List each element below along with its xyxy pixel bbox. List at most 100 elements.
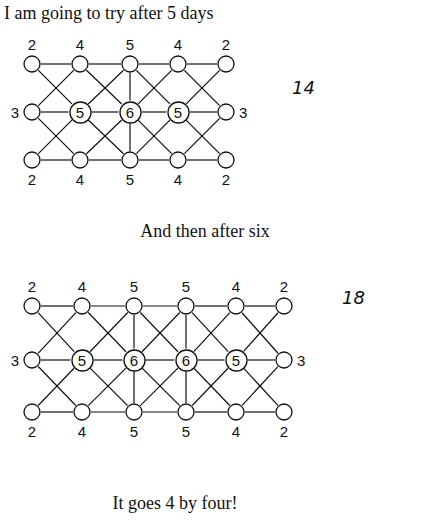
- graph-edge: [245, 411, 275, 412]
- heading-note: And then after six: [140, 222, 269, 242]
- degree-number: 2: [280, 279, 288, 294]
- graph-edge: [91, 411, 125, 412]
- graph-edge: [136, 70, 170, 104]
- vertex-outline: [23, 403, 41, 421]
- vertex-outline: [71, 55, 89, 73]
- graph-edge: [192, 313, 228, 352]
- degree-number: 5: [76, 105, 84, 120]
- vertex-outline: [177, 403, 195, 421]
- graph-edge: [91, 305, 125, 306]
- graph-edge: [92, 111, 119, 112]
- vertex-outline: [227, 297, 245, 315]
- graph-edge: [129, 73, 130, 101]
- graph-edge: [248, 359, 276, 360]
- degree-number: 2: [28, 279, 36, 294]
- vertex-outline: [23, 103, 41, 121]
- graph-edge: [133, 315, 134, 349]
- vertex-outline: [217, 103, 235, 121]
- graph-edge: [38, 70, 72, 104]
- vertex-circle: 4: [71, 55, 89, 73]
- graph-edge: [185, 315, 186, 349]
- vertex-outline: [71, 151, 89, 169]
- graph-edge: [138, 120, 172, 154]
- graph-edge: [41, 159, 71, 160]
- degree-number: 4: [78, 424, 86, 439]
- vertex-outline: [169, 151, 187, 169]
- graph-edge: [186, 120, 220, 154]
- degree-number: 5: [126, 37, 134, 52]
- graph-edge: [185, 372, 186, 404]
- graph-edge: [194, 313, 230, 352]
- graph-edge: [38, 313, 74, 352]
- vertex-outline: [23, 151, 41, 169]
- graph-edge: [136, 120, 170, 154]
- graph-edge: [38, 366, 76, 405]
- graph-edge: [41, 359, 71, 360]
- vertex-circle: 3: [23, 103, 41, 121]
- vertex-circle: 5: [225, 349, 248, 372]
- degree-number: 5: [126, 172, 134, 187]
- graph-edge: [129, 124, 130, 152]
- graph-edge: [146, 359, 175, 360]
- degree-number: 5: [182, 424, 190, 439]
- vertex-circle: 2: [275, 403, 293, 421]
- graph-edge: [86, 70, 121, 104]
- vertex-circle: 3: [23, 351, 41, 369]
- graph-edge: [38, 118, 73, 153]
- degree-number: 3: [11, 353, 19, 368]
- graph-edge: [139, 63, 169, 64]
- graph-edge: [187, 63, 217, 64]
- degree-number: 4: [174, 172, 182, 187]
- graph-edge: [89, 63, 121, 64]
- graph-edge: [88, 312, 126, 351]
- vertex-outline: [73, 297, 91, 315]
- vertex-circle: 3: [275, 351, 293, 369]
- vertex-circle: 2: [23, 403, 41, 421]
- graph-edge: [242, 313, 278, 354]
- graph-edge: [41, 411, 73, 412]
- degree-number: 2: [28, 424, 36, 439]
- vertex-circle: 5: [125, 403, 143, 421]
- vertex-circle: 5: [121, 151, 139, 169]
- degree-number: 2: [28, 172, 36, 187]
- graph-edge: [143, 411, 177, 412]
- degree-number: 5: [182, 279, 190, 294]
- vertex-outline: [275, 351, 293, 369]
- vertex-circle: 4: [73, 403, 91, 421]
- degree-number: 6: [182, 353, 190, 368]
- graph-edge: [89, 159, 121, 160]
- vertex-outline: [169, 55, 187, 73]
- vertex-outline: [23, 351, 41, 369]
- vertex-circle: 2: [275, 297, 293, 315]
- graph-edge: [186, 70, 220, 104]
- vertex-circle: 4: [227, 403, 245, 421]
- graph-edge: [88, 120, 123, 154]
- vertex-outline: [23, 55, 41, 73]
- graph-edge: [90, 368, 128, 406]
- graph-edge: [38, 368, 74, 405]
- degree-number: 5: [232, 353, 240, 368]
- degree-number: 6: [130, 353, 138, 368]
- degree-number: 3: [11, 105, 19, 120]
- vertex-outline: [217, 55, 235, 73]
- vertex-circle: 5: [71, 349, 94, 372]
- degree-number: 6: [126, 105, 134, 120]
- degree-number: 4: [174, 37, 182, 52]
- vertex-circle: 4: [169, 151, 187, 169]
- vertex-circle: 5: [121, 55, 139, 73]
- graph-edge: [41, 305, 73, 306]
- graph-edge: [38, 313, 76, 354]
- degree-number: 3: [297, 353, 305, 368]
- count-note: 18: [342, 288, 365, 308]
- graph-edge: [187, 159, 217, 160]
- graph-edge: [94, 359, 123, 360]
- vertex-circle: 2: [23, 55, 41, 73]
- vertex-outline: [227, 403, 245, 421]
- graph-edge: [138, 70, 172, 104]
- vertex-circle: 4: [227, 297, 245, 315]
- vertex-outline: [125, 297, 143, 315]
- graph-edge: [143, 305, 177, 306]
- vertex-circle: 5: [167, 101, 190, 124]
- graph-edge: [142, 111, 167, 112]
